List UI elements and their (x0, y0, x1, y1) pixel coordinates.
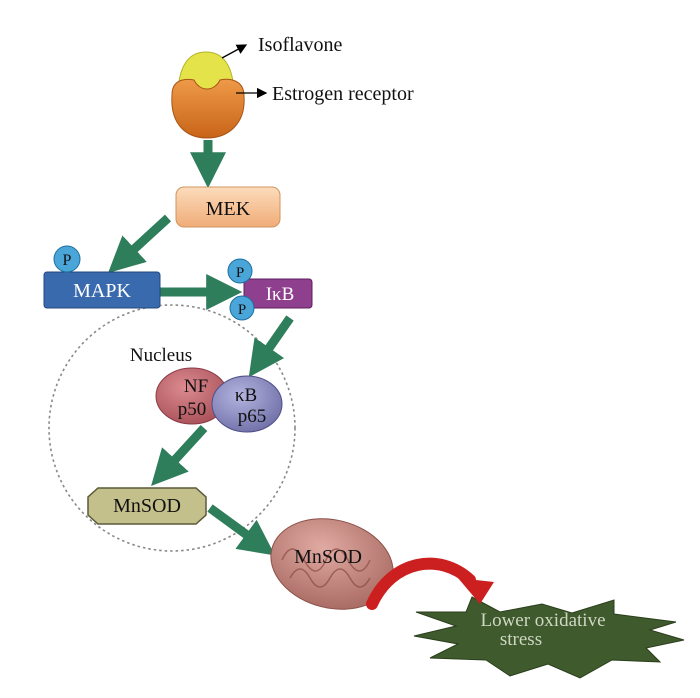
mnsod-gene-label: MnSOD (113, 495, 181, 517)
mnsod-gene-box (87, 487, 207, 525)
nf-label: NF (184, 376, 208, 397)
red-curved-arrow (366, 557, 476, 610)
mapk-box (43, 271, 161, 309)
phospho-ikb-marker-bottom (229, 295, 255, 321)
phospho-ikb-label-bottom: P (238, 302, 246, 318)
kb-label: κB (235, 385, 257, 406)
red-arrow-head (458, 578, 494, 604)
outcome-label-line1: Lower oxidative (480, 610, 605, 631)
mek-box (175, 186, 281, 228)
mek-label: MEK (206, 198, 251, 220)
nucleus-boundary (48, 304, 296, 552)
phospho-mapk-marker (53, 245, 81, 273)
phospho-ikb-marker-top (227, 258, 253, 284)
kb-p65-subunit (211, 375, 283, 433)
ikb-label: IκB (266, 284, 295, 305)
mnsod-mito-label: MnSOD (294, 546, 362, 568)
estrogen-receptor-shape (171, 78, 245, 139)
oxidative-stress-star (413, 596, 685, 679)
nucleus-label: Nucleus (130, 345, 192, 366)
phospho-mapk-label: P (63, 252, 72, 269)
mapk-label: MAPK (73, 280, 131, 302)
p50-label: p50 (178, 399, 207, 420)
isoflavone-pointer (221, 44, 248, 59)
arrow-nfkb-to-mnsod (151, 424, 208, 486)
isoflavone-label: Isoflavone (258, 34, 343, 56)
arrow-mek-to-mapk (108, 214, 172, 273)
estrogen-receptor-label: Estrogen receptor (272, 83, 414, 105)
ikb-box (243, 278, 313, 309)
outcome-label-line2: stress (500, 629, 542, 650)
phospho-ikb-label-top: P (236, 265, 244, 281)
arrow-mnsod-to-mitochondrion (207, 504, 276, 556)
arrow-ikb-to-nfkb (248, 315, 294, 378)
p65-label: p65 (238, 406, 267, 427)
